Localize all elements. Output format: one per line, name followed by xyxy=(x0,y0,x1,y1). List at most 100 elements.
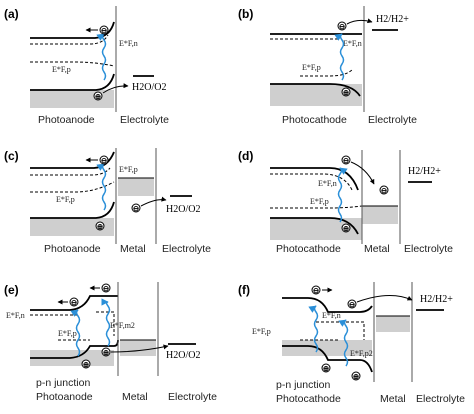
conduction-band xyxy=(282,297,373,313)
photon-excitation-arrow xyxy=(308,305,319,353)
panel-b: (b) E*F,n E*F,p ⊖ H2/H2+ ⊕ Photocathode … xyxy=(238,6,417,126)
quasi-fermi-n xyxy=(270,173,353,191)
caption: Photoanode xyxy=(38,114,95,126)
hole-symbol: ⊕ xyxy=(103,348,110,357)
hole-circle xyxy=(81,359,91,369)
panel-label: (d) xyxy=(238,149,253,163)
electron-transfer-arrow xyxy=(356,295,413,303)
caption: p-n junction xyxy=(276,379,330,391)
redox-label: H2O/O2 xyxy=(166,204,200,215)
electron-symbol: ⊖ xyxy=(339,22,346,31)
hole-circle xyxy=(341,223,351,233)
quasi-fermi-p xyxy=(30,181,115,193)
metal-shading xyxy=(376,316,410,332)
caption: Photocathode xyxy=(282,114,347,126)
photon-excitation-arrow xyxy=(334,33,345,81)
level-label: E*F,n xyxy=(119,39,138,48)
electron-transfer-arrow xyxy=(350,161,375,185)
electron-circle xyxy=(99,25,109,35)
hole-transfer-arrow xyxy=(102,83,129,94)
photon-excitation-arrow xyxy=(96,163,107,211)
metal-shading xyxy=(120,340,156,356)
photon-excitation-arrow xyxy=(70,309,81,357)
valence-shading xyxy=(30,90,114,108)
electron-circle xyxy=(69,297,79,307)
panel-label: (a) xyxy=(4,7,19,21)
level-label: E*F,n xyxy=(343,39,362,48)
caption: Metal xyxy=(122,391,148,403)
valence-band xyxy=(282,345,373,373)
caption: Photocathode xyxy=(276,243,341,255)
valence-shading xyxy=(270,84,362,106)
redox-label: H2O/O2 xyxy=(132,82,166,93)
photon-excitation-arrow xyxy=(101,298,111,347)
hole-symbol: ⊕ xyxy=(353,372,360,381)
panel-e: (e) E*F,n E*F,p E*F,m2 ⊖ ⊖ ⊕ ⊕ H2O/O2 p-… xyxy=(4,282,217,403)
valence-band xyxy=(30,201,115,219)
electron-circle xyxy=(311,285,321,295)
caption: Metal xyxy=(380,393,406,405)
hole-circle xyxy=(321,363,331,373)
panel-c: (c) E*F,p E*F,p ⊖ ⊕ ⊖ H2O/O2 Photoanode … xyxy=(4,148,211,255)
electron-symbol: ⊖ xyxy=(103,284,110,293)
level-label: E*F,p xyxy=(310,197,329,206)
electron-symbol: ⊖ xyxy=(71,298,78,307)
level-label: E*F,p xyxy=(252,327,271,336)
caption: Metal xyxy=(364,243,390,255)
photon-excitation-arrow xyxy=(96,33,107,81)
hole-symbol: ⊕ xyxy=(97,222,104,231)
hole-transfer-arrow xyxy=(110,344,169,353)
caption: Electrolyte xyxy=(162,243,211,255)
conduction-band xyxy=(30,295,118,311)
panel-label: (c) xyxy=(4,149,19,163)
panel-a: (a) E*F,n E*F,p ⊖ ⊕ H2O/O2 Photoanode El… xyxy=(4,6,169,126)
electron-circle xyxy=(337,21,347,31)
redox-label: H2/H2+ xyxy=(408,166,441,177)
valence-band xyxy=(270,217,359,235)
caption: Electrolyte xyxy=(168,391,217,403)
panel-label: (f) xyxy=(238,283,250,297)
metal-shading xyxy=(362,206,398,224)
caption: Electrolyte xyxy=(368,114,417,126)
level-label: E*F,p2 xyxy=(350,349,373,358)
electron-transfer-arrow xyxy=(346,18,373,25)
quasi-fermi-n xyxy=(30,34,109,45)
level-label: E*F,m2 xyxy=(110,321,135,330)
caption: Electrolyte xyxy=(404,243,453,255)
caption: Photoanode xyxy=(36,391,93,403)
photon-excitation-arrow xyxy=(337,167,348,223)
level-label: E*F,n xyxy=(6,311,25,320)
hole-circle xyxy=(101,347,111,357)
metal-shading xyxy=(118,178,154,196)
level-label: E*F,p xyxy=(56,195,75,204)
conduction-band xyxy=(270,167,359,191)
redox-label: H2O/O2 xyxy=(166,350,200,361)
electron-symbol: ⊖ xyxy=(133,204,140,213)
panel-d: (d) E*F,n E*F,p ⊖ ⊖ H2/H2+ ⊕ Photocathod… xyxy=(238,149,453,255)
level-label: E*F,p xyxy=(119,165,138,174)
electron-circle xyxy=(347,299,357,309)
caption: Electrolyte xyxy=(416,393,465,405)
level-label: E*F,n xyxy=(322,311,341,320)
caption: p-n junction xyxy=(36,377,90,389)
quasi-fermi-n xyxy=(316,321,365,340)
electron-circle xyxy=(341,155,351,165)
level-label: E*F,p xyxy=(302,63,321,72)
caption: Electrolyte xyxy=(120,114,169,126)
electron-symbol: ⊖ xyxy=(101,26,108,35)
hole-circle xyxy=(95,221,105,231)
quasi-fermi-p xyxy=(30,61,115,67)
electron-symbol: ⊖ xyxy=(101,156,108,165)
hole-circle xyxy=(341,87,351,97)
redox-label: H2/H2+ xyxy=(420,294,453,305)
hole-symbol: ⊕ xyxy=(95,92,102,101)
hole-symbol: ⊕ xyxy=(343,224,350,233)
hole-symbol: ⊕ xyxy=(83,360,90,369)
electron-circle xyxy=(101,283,111,293)
electron-circle xyxy=(131,203,141,213)
panel-label: (e) xyxy=(4,283,19,297)
valence-band xyxy=(270,83,361,97)
panel-f: (f) E*F,p E*F,n E*F,p2 ⊖ ⊖ H2/H2+ ⊕ ⊕ p-… xyxy=(238,282,465,405)
electron-circle xyxy=(379,185,389,195)
